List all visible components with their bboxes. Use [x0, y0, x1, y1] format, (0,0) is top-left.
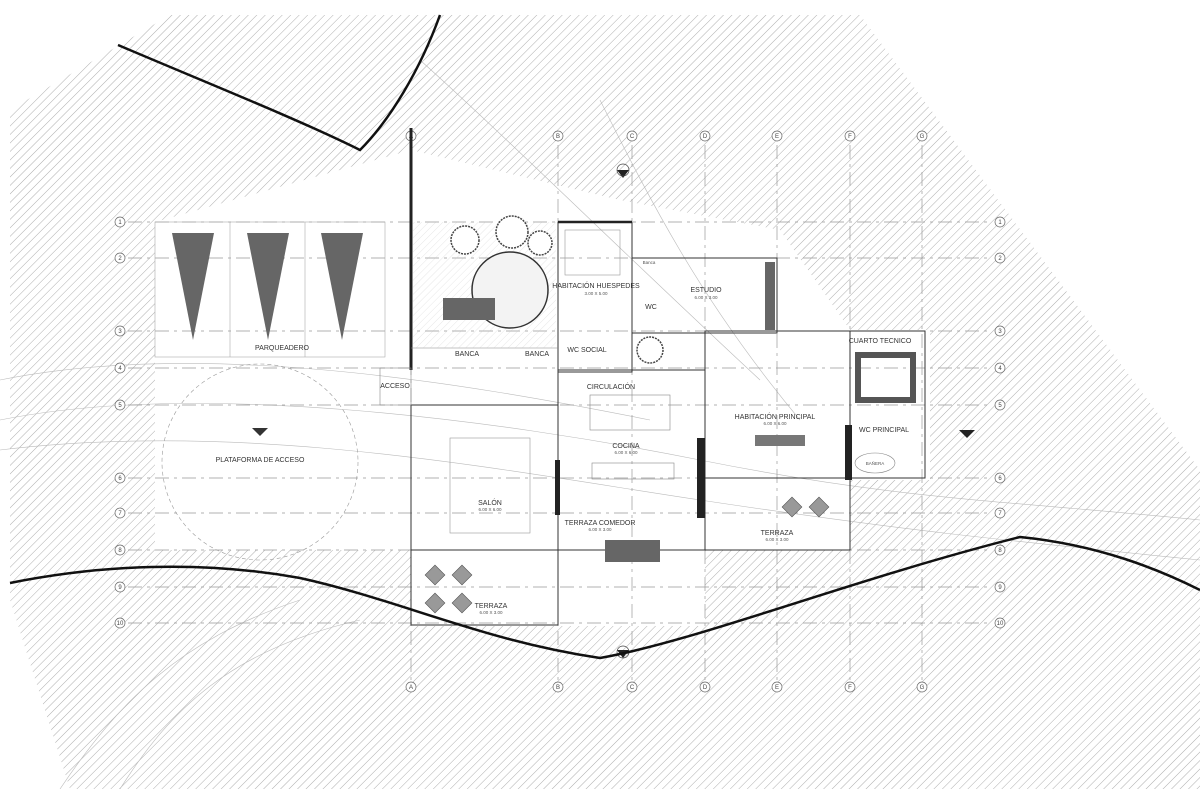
grid-label: 5	[998, 403, 1002, 409]
dim-terraza: 6.00 X 3.00	[765, 537, 789, 542]
kitchen-counter	[591, 462, 675, 480]
sofa	[449, 437, 531, 534]
dining-table-garden	[443, 298, 495, 320]
dim-habitacion-principal: 6.00 X 6.00	[763, 421, 787, 426]
grid-label: 6	[998, 476, 1002, 482]
grid-label: 4	[118, 366, 122, 372]
grid-label: 1	[118, 220, 122, 226]
label-circulacion: CIRCULACIÓN	[587, 382, 635, 391]
parking-area: PARQUEADERO	[154, 221, 386, 358]
property-line-top	[117, 14, 442, 152]
grid-label: 3	[118, 329, 122, 335]
grid-label: 9	[118, 585, 122, 591]
grid-label: 7	[118, 511, 122, 517]
label-habitacion-huespedes: HABITACIÓN HUESPEDES	[552, 281, 640, 290]
grid-label: F	[848, 685, 852, 691]
dining-table-terrace	[605, 540, 660, 562]
dim-salon: 6.00 X 6.00	[478, 507, 502, 512]
grid-label: B	[556, 685, 560, 691]
bathtub	[854, 452, 896, 474]
grid-label: C	[630, 685, 635, 691]
tree-icon	[527, 230, 553, 256]
label-banera: BAÑERA	[866, 460, 885, 466]
grid-label: F	[848, 134, 852, 140]
label-banca: BANCA	[455, 351, 479, 358]
label-wc-principal: WC PRINCIPAL	[859, 427, 909, 434]
grid-label: E	[775, 685, 779, 691]
grid-label: 6	[118, 476, 122, 482]
bed-main	[755, 435, 805, 446]
label-habitacion-principal: HABITACIÓN PRINCIPAL	[735, 412, 816, 421]
grid-label: D	[703, 685, 708, 691]
tree-icon	[450, 225, 480, 255]
parking-space-marker	[321, 233, 363, 340]
label-salon: SALÓN	[478, 498, 502, 507]
dim-terraza-comedor: 6.00 X 3.00	[588, 527, 612, 532]
grid-label: 1	[998, 220, 1002, 226]
grid-label: C	[630, 134, 635, 140]
label-acceso: ACCESO	[380, 383, 410, 390]
label-terraza-comedor: TERRAZA COMEDOR	[565, 520, 636, 527]
property-line-bottom	[9, 535, 1200, 660]
label-cuarto-tecnico: CUARTO TECNICO	[849, 338, 912, 345]
grid-label: 2	[998, 256, 1002, 262]
grid-label: 2	[118, 256, 122, 262]
label-terraza: TERRAZA	[475, 603, 508, 610]
grid-label: G	[920, 134, 925, 140]
grid-label: E	[775, 134, 779, 140]
label-terraza: TERRAZA	[761, 530, 794, 537]
label-plataforma-acceso: PLATAFORMA DE ACCESO	[216, 457, 305, 464]
label-wc: WC	[645, 304, 657, 311]
dim-cocina: 6.00 X 6.00	[614, 450, 638, 455]
grid-label: B	[556, 134, 560, 140]
grid-label: A	[409, 685, 413, 691]
tree-icon	[636, 336, 664, 364]
grid-label: 7	[998, 511, 1002, 517]
label-cocina: COCINA	[612, 443, 640, 450]
grid-label: 8	[118, 548, 122, 554]
grid-label: 4	[998, 366, 1002, 372]
level-marker-icon	[252, 428, 268, 436]
grid-label: D	[703, 134, 708, 140]
grid-label: 9	[998, 585, 1002, 591]
furniture	[424, 229, 896, 614]
dim-habitacion-huespedes: 3.00 X 5.00	[584, 291, 608, 296]
garden	[413, 215, 664, 364]
label-banca: BANCA	[525, 351, 549, 358]
kitchen-island	[589, 394, 671, 431]
label-banca-small: Banca	[643, 260, 656, 265]
room-labels: ACCESO BANCA BANCA HABITACIÓN HUESPEDES …	[380, 260, 912, 615]
label-parqueadero: PARQUEADERO	[255, 345, 309, 352]
grid-label: 3	[998, 329, 1002, 335]
grid-label: G	[920, 685, 925, 691]
access-platform-circle	[161, 363, 359, 561]
grid-label: 5	[118, 403, 122, 409]
dim-terraza: 6.00 X 3.00	[479, 610, 503, 615]
tree-icon	[495, 215, 529, 249]
label-wc-social: WC SOCIAL	[567, 347, 606, 354]
grid-label: 10	[997, 621, 1004, 627]
dim-estudio: 6.00 X 3.00	[694, 295, 718, 300]
bed-guest	[564, 229, 621, 276]
parking-space-marker	[247, 233, 289, 340]
grid-label: 8	[998, 548, 1002, 554]
parking-space-marker	[172, 233, 214, 340]
label-estudio: ESTUDIO	[690, 287, 722, 294]
grid-label: 10	[117, 621, 124, 627]
